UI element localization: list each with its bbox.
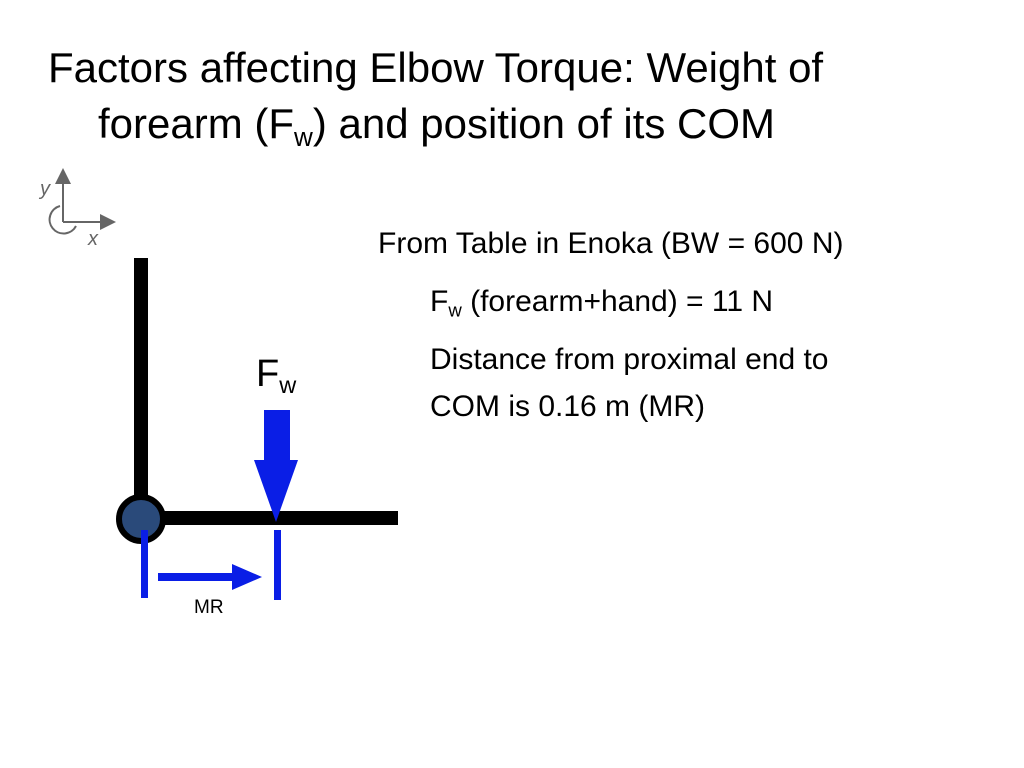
slide-title: Factors affecting Elbow Torque: Weight o… <box>48 40 988 152</box>
source-heading: From Table in Enoka (BW = 600 N) <box>378 227 844 260</box>
title-line-2-end: ) and position of its COM <box>312 100 776 147</box>
distance-line-2: COM is 0.16 m (MR) <box>430 390 706 423</box>
moment-arm-right-marker <box>274 530 281 600</box>
forearm-segment <box>140 511 398 525</box>
axis-x-label: x <box>87 228 99 250</box>
fw-value: (forearm+hand) = 11 N <box>461 285 774 318</box>
distance-line-1: Distance from proximal end to <box>430 343 829 376</box>
weight-force-arrow <box>254 410 298 522</box>
title-line-2-start: forearm (F <box>98 100 295 147</box>
force-label: Fw <box>256 352 297 399</box>
title-line-1: Factors affecting Elbow Torque: Weight o… <box>48 44 824 91</box>
force-label-subscript: w <box>279 372 297 399</box>
upper-arm-segment <box>134 258 148 518</box>
moment-arm-label: MR <box>194 597 224 618</box>
fw-symbol: F <box>430 285 449 318</box>
forearm-weight-line: Fw (forearm+hand) = 11 N <box>430 282 773 322</box>
force-label-symbol: F <box>256 353 280 395</box>
coordinate-axes-icon: y x <box>38 168 116 250</box>
fw-subscript: w <box>448 299 462 321</box>
title-line-2: forearm (Fw) and position of its COM <box>48 96 988 152</box>
title-subscript-w: w <box>294 121 313 152</box>
moment-arm-arrow <box>158 564 262 590</box>
axis-y-label: y <box>38 178 51 200</box>
moment-arm-left-marker <box>141 530 148 598</box>
rotation-arc-icon <box>48 205 77 235</box>
